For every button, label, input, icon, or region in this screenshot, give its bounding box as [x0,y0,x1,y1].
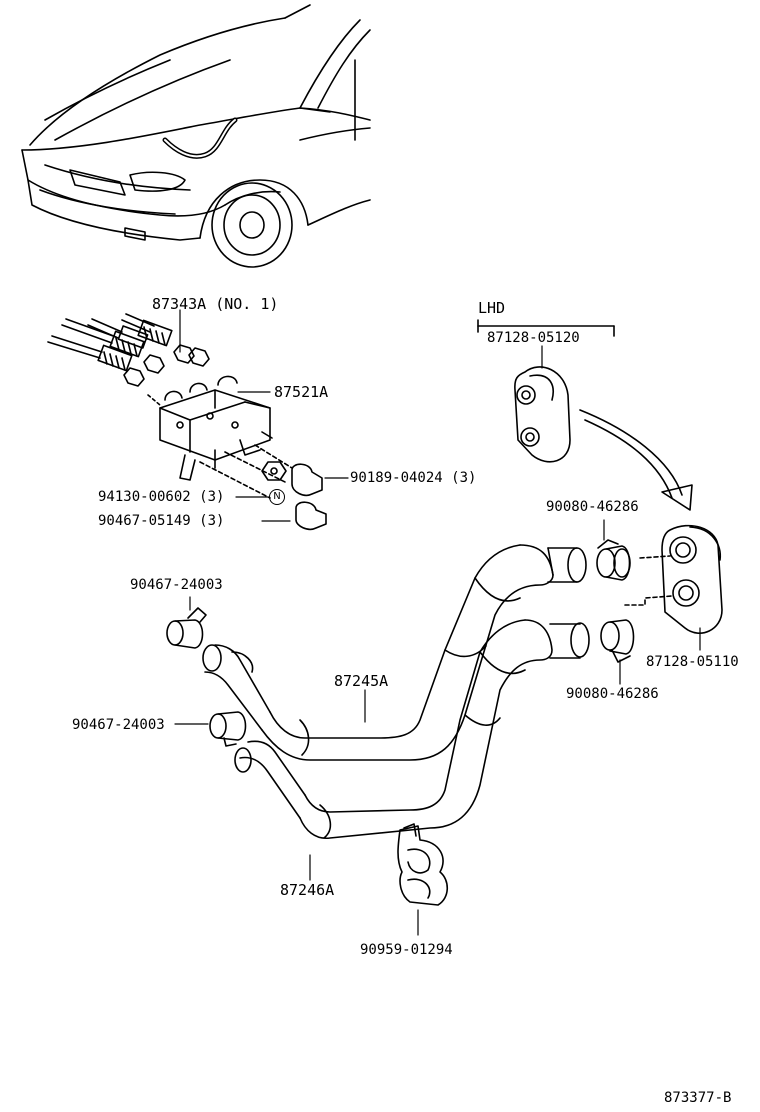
valve-leader-lines [179,309,349,522]
vehicle-outline [21,4,371,268]
part-label-90467-24003-upper: 90467-24003 [130,577,223,593]
clamp-lower [600,619,635,685]
part-label-90467-05149: 90467-05149 (3) [98,513,225,529]
part-label-87128-05110: 87128-05110 [646,654,739,670]
part-label-90080-46286-bottom: 90080-46286 [566,686,659,702]
hose-clip [397,823,449,936]
clamp-upper [596,519,631,581]
note-symbol-letter: N [273,491,281,502]
part-label-87521a: 87521A [274,383,329,401]
part-label-90959-01294: 90959-01294 [360,942,453,958]
hose-clamp-upper [166,596,207,649]
hose-clamp-lower [174,711,247,747]
part-label-90189-04024: 90189-04024 (3) [350,470,477,486]
figure-code: 873377-B [664,1090,732,1106]
part-label-90080-46286-top: 90080-46286 [546,499,639,515]
hose-87246a [234,619,590,840]
grommet-rhd [624,524,723,651]
part-label-87246a: 87246A [280,881,335,899]
part-label-90467-24003-lower: 90467-24003 [72,717,165,733]
part-label-87128-05120: 87128-05120 [487,330,580,346]
hose-87245a [202,544,587,761]
section-label-lhd: LHD [478,299,506,317]
part-label-87343a: 87343A (NO. 1) [152,295,279,313]
note-symbol-n: N [269,489,285,505]
water-valve-assembly [47,313,327,531]
part-label-87245a: 87245A [334,672,389,690]
hose-leader-lines [309,689,366,881]
part-label-94130-00602: 94130-00602 (3) [98,489,225,505]
grommet-lhd [477,319,693,511]
